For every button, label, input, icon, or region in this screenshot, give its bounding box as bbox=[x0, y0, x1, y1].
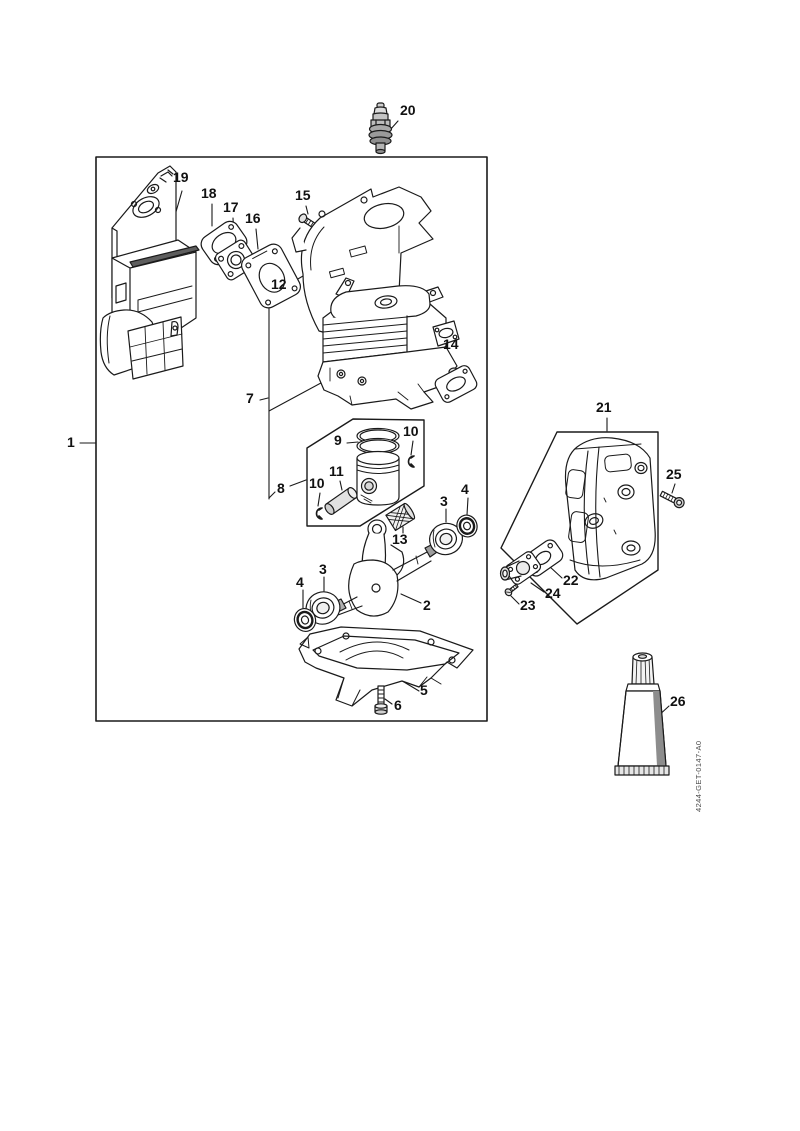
callout-4-left: 4 bbox=[296, 574, 304, 590]
callout-2: 2 bbox=[423, 597, 431, 613]
piston-part bbox=[356, 450, 400, 506]
callout-22: 22 bbox=[563, 572, 579, 588]
callout-8: 8 bbox=[277, 480, 285, 496]
engine-pan-part bbox=[298, 626, 474, 707]
oil-seal-left-part bbox=[293, 607, 317, 633]
callout-14: 14 bbox=[443, 336, 459, 352]
ball-bearing-right-part bbox=[429, 522, 463, 556]
circlip-left-part bbox=[315, 507, 323, 520]
outlet-flange-part bbox=[499, 551, 542, 585]
callout-11: 11 bbox=[329, 463, 344, 479]
callout-9: 9 bbox=[334, 432, 342, 448]
callout-25: 25 bbox=[666, 466, 682, 482]
callout-26: 26 bbox=[670, 693, 686, 709]
callout-19: 19 bbox=[173, 169, 189, 185]
callout-20: 20 bbox=[400, 102, 416, 118]
pan-screw-part bbox=[374, 685, 388, 715]
callout-23: 23 bbox=[520, 597, 536, 613]
callout-3-left: 3 bbox=[319, 561, 327, 577]
outlet-screw-part bbox=[504, 583, 519, 597]
doc-code: 4244-GET-0147-A0 bbox=[694, 740, 703, 812]
spark-plug-part bbox=[368, 102, 393, 155]
callout-16: 16 bbox=[245, 210, 261, 226]
callout-21: 21 bbox=[596, 399, 612, 415]
wrist-pin-part bbox=[324, 487, 358, 515]
callout-10-left: 10 bbox=[309, 475, 325, 491]
main-assembly-box bbox=[95, 156, 488, 722]
piston-rings-part bbox=[356, 427, 400, 455]
callout-6: 6 bbox=[394, 697, 402, 713]
callout-10-top: 10 bbox=[403, 423, 419, 439]
callout-15: 15 bbox=[295, 187, 311, 203]
callout-24: 24 bbox=[545, 585, 561, 601]
muffler-part bbox=[564, 437, 656, 581]
callout-18: 18 bbox=[201, 185, 217, 201]
manifold-gasket-part bbox=[241, 243, 301, 309]
piston-subassembly-box bbox=[306, 418, 425, 527]
callout-12: 12 bbox=[271, 276, 287, 292]
circlip-top-part bbox=[407, 455, 415, 468]
callout-7: 7 bbox=[246, 390, 254, 406]
oil-seal-right-part bbox=[456, 514, 478, 538]
callout-4-right: 4 bbox=[461, 481, 469, 497]
callout-3-right: 3 bbox=[440, 493, 448, 509]
exhaust-gasket-part bbox=[434, 365, 478, 403]
muffler-subassembly-box bbox=[500, 431, 659, 625]
callout-1: 1 bbox=[67, 434, 75, 450]
callout-5: 5 bbox=[420, 682, 428, 698]
muffler-bolt-part bbox=[659, 490, 685, 509]
needle-bearing-part bbox=[385, 502, 416, 532]
callout-17: 17 bbox=[223, 199, 239, 215]
sealant-tube-part bbox=[614, 652, 670, 776]
engine-housing-part bbox=[99, 165, 200, 380]
crankshaft-part bbox=[330, 519, 441, 617]
callout-13: 13 bbox=[392, 531, 408, 547]
